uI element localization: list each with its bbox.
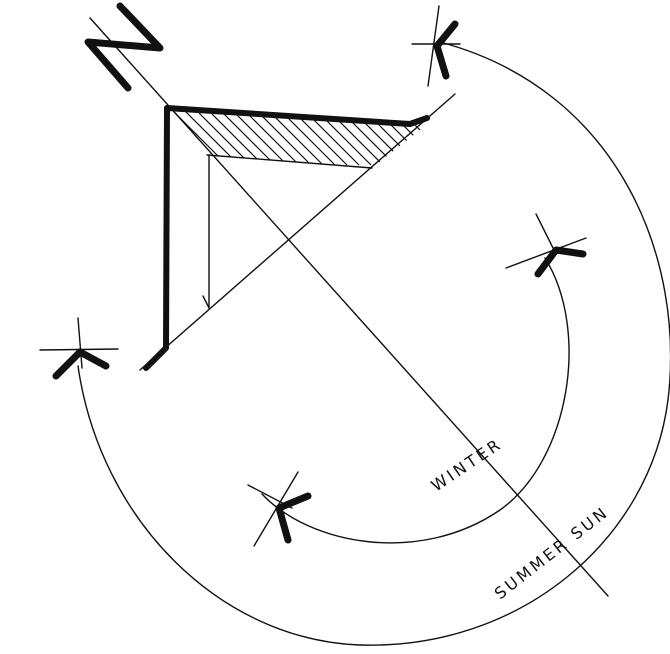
sun-ray-line <box>140 94 455 370</box>
building-plan <box>146 100 467 368</box>
sun-marker-icon <box>248 472 308 546</box>
sun-marker-icon <box>40 318 118 376</box>
winter-label: WINTER <box>428 434 506 495</box>
sun-marker-icon <box>506 214 586 274</box>
